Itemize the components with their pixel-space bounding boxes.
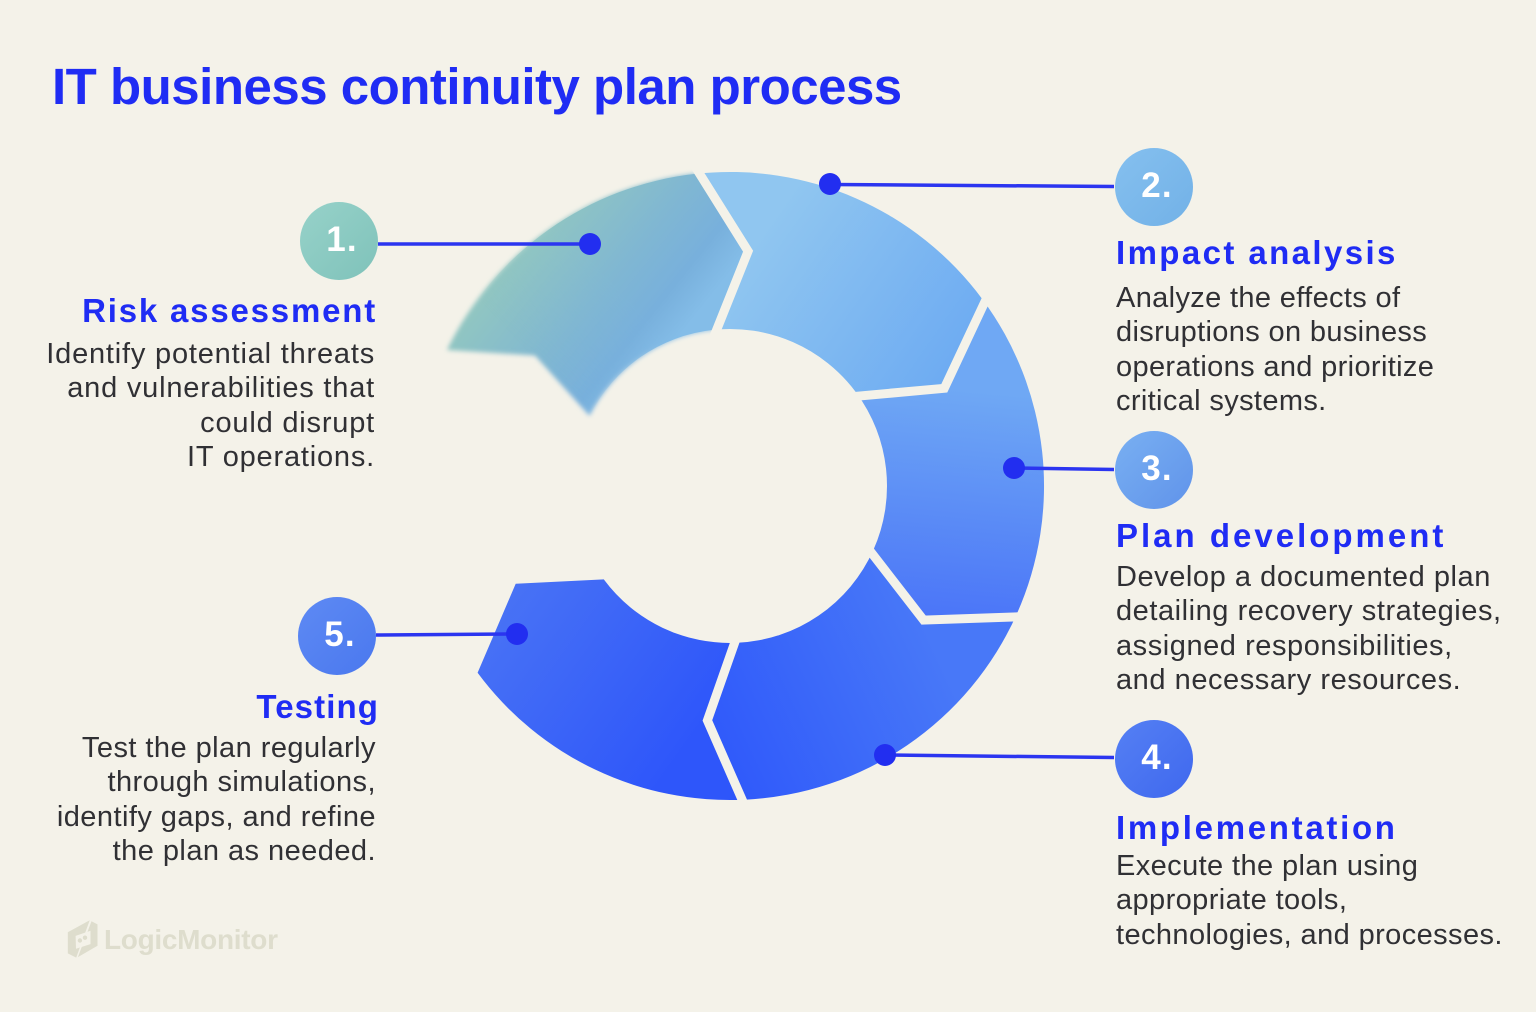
svg-text:LogicMonitor: LogicMonitor — [104, 924, 278, 955]
